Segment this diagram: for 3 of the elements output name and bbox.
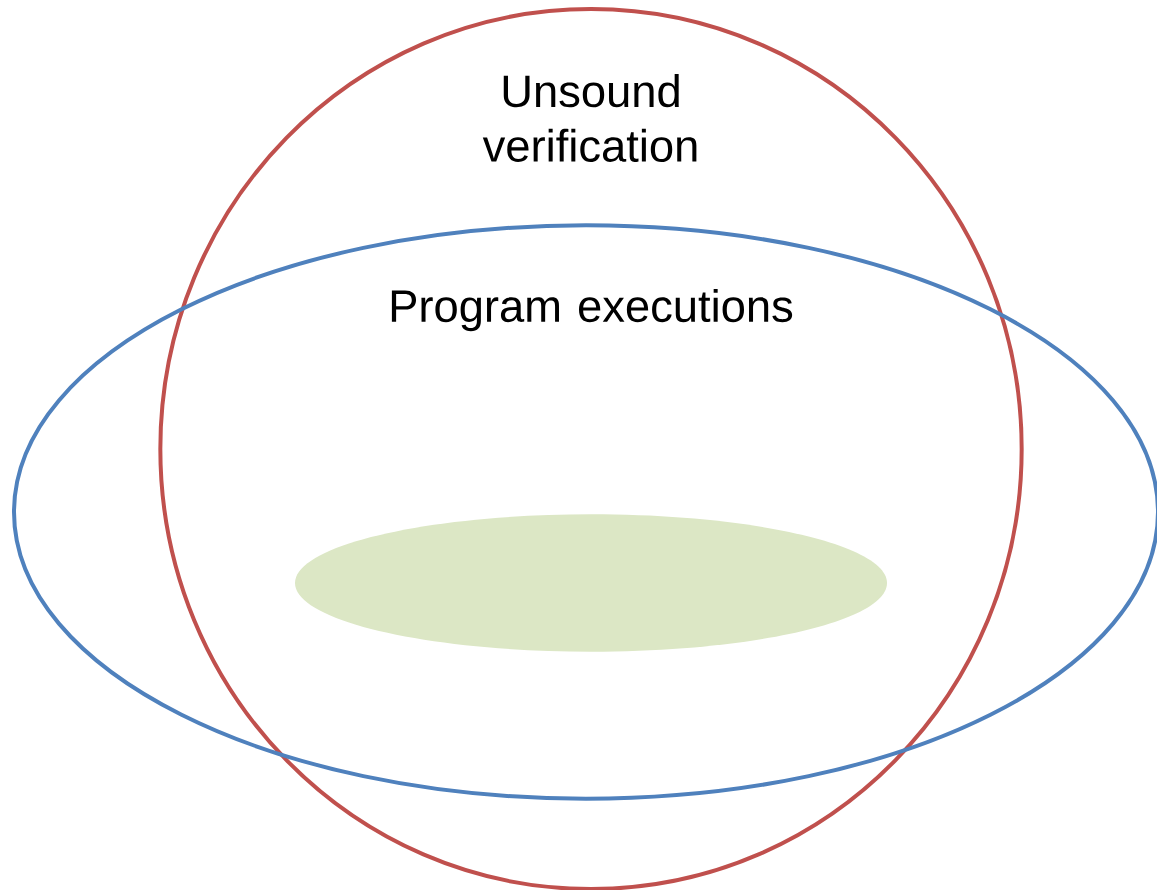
shape-label: Program executions	[391, 288, 793, 332]
dotted-ellipse	[295, 514, 887, 652]
shape-label: Unsound verification	[482, 74, 697, 162]
